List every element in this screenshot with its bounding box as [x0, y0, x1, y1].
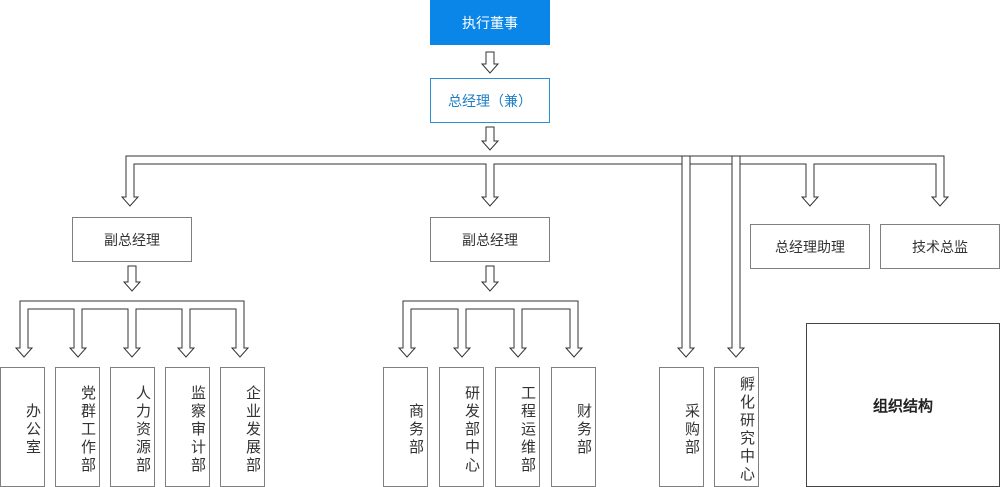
arrow-gm-to-bus: [480, 126, 500, 151]
arrow-to-incubation: [726, 155, 746, 358]
arrow-vp-mid-down: [480, 265, 500, 292]
dept-party-box[interactable]: 党群工作部: [55, 367, 100, 487]
vp-left-label: 副总经理: [104, 232, 160, 249]
arrow-to-procurement: [676, 155, 696, 358]
org-structure-label: 组织结构: [872, 396, 933, 415]
dept-incubation-label: 孵化研究中心: [738, 376, 756, 484]
dept-rnd-box[interactable]: 研发部中心: [439, 367, 484, 487]
dept-development-label: 企业发展部: [244, 385, 262, 475]
dept-rnd-label: 研发部中心: [463, 385, 481, 475]
mid-dept-arrows: [397, 300, 584, 358]
dept-engineering-box[interactable]: 工程运维部: [495, 367, 540, 487]
dept-incubation-box[interactable]: 孵化研究中心: [714, 367, 759, 487]
dept-audit-label: 监察审计部: [189, 385, 207, 475]
dept-office-box[interactable]: 办公室: [0, 367, 45, 487]
vp-left-box[interactable]: 副总经理: [72, 217, 192, 262]
arrow-top-to-gm: [480, 51, 500, 74]
left-dept-arrows: [14, 300, 250, 358]
org-structure-label-box: 组织结构: [806, 323, 1000, 487]
dept-finance-box[interactable]: 财务部: [551, 367, 596, 487]
dept-hr-label: 人力资源部: [134, 385, 152, 475]
dept-audit-box[interactable]: 监察审计部: [165, 367, 210, 487]
general-manager-box[interactable]: 总经理（兼）: [430, 78, 550, 123]
dept-finance-label: 财务部: [575, 403, 593, 457]
executive-director-label: 执行董事: [462, 15, 518, 32]
gm-assistant-label: 总经理助理: [775, 239, 845, 256]
vp-mid-box[interactable]: 副总经理: [430, 217, 550, 262]
gm-assistant-box[interactable]: 总经理助理: [750, 224, 870, 269]
tech-director-label: 技术总监: [912, 239, 968, 256]
dept-procurement-label: 采购部: [683, 403, 701, 457]
dept-engineering-label: 工程运维部: [519, 385, 537, 475]
vp-mid-label: 副总经理: [462, 232, 518, 249]
arrow-vp-left-down: [122, 265, 142, 292]
general-manager-label: 总经理（兼）: [448, 93, 532, 110]
dept-office-label: 办公室: [24, 403, 42, 457]
tech-director-box[interactable]: 技术总监: [880, 224, 1000, 269]
executive-director-box[interactable]: 执行董事: [430, 0, 550, 45]
dept-business-box[interactable]: 商务部: [383, 367, 428, 487]
dept-hr-box[interactable]: 人力资源部: [110, 367, 155, 487]
dept-party-label: 党群工作部: [79, 385, 97, 475]
dept-development-box[interactable]: 企业发展部: [220, 367, 265, 487]
dept-procurement-box[interactable]: 采购部: [659, 367, 704, 487]
dept-business-label: 商务部: [407, 403, 425, 457]
main-bus-arrows: [120, 155, 950, 207]
